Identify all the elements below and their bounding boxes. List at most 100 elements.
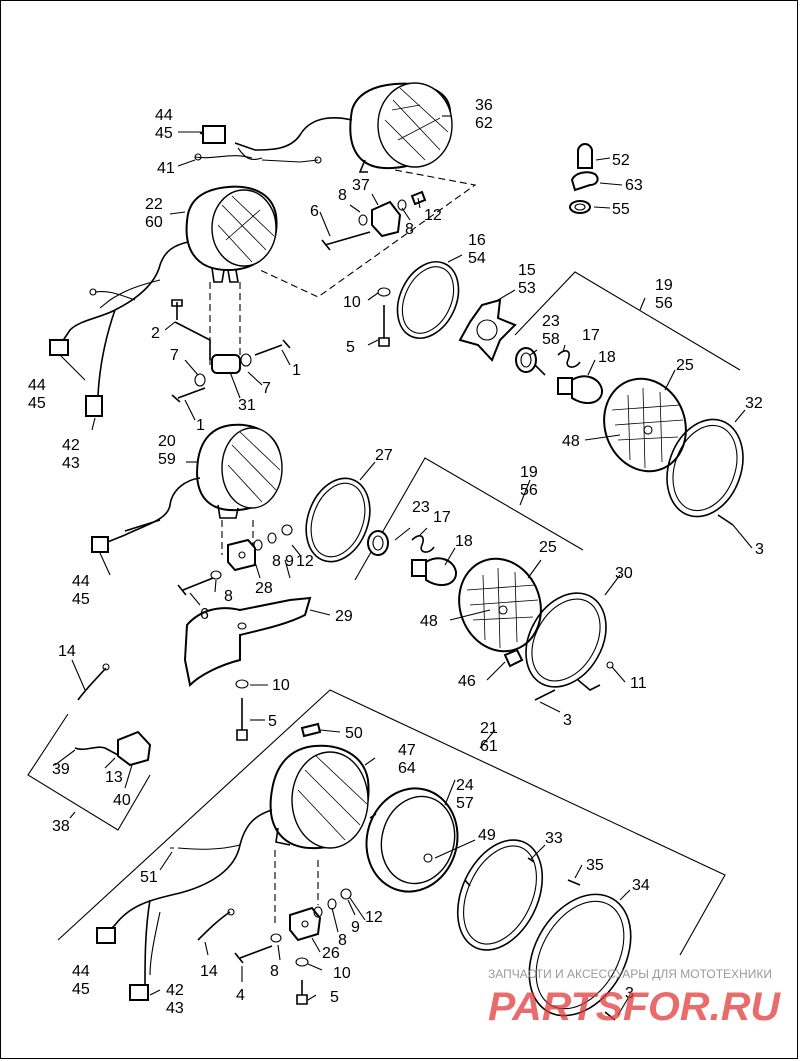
clip-17-mid <box>411 535 435 553</box>
callout-9-mid: 9 <box>285 553 294 570</box>
bottom-headlamp-assembly <box>57 689 726 1021</box>
bolt-5-mid <box>236 698 248 741</box>
callout-12-top: 12 <box>424 207 442 224</box>
callout-15-53: 15 53 <box>518 262 536 297</box>
mount-plate-15 <box>458 298 517 362</box>
svg-text:58: 58 <box>542 331 560 348</box>
switch-13 <box>117 730 152 767</box>
svg-text:45: 45 <box>72 981 90 998</box>
callout-63: 63 <box>625 177 643 194</box>
lamp-housing-47 <box>269 744 370 850</box>
callout-3-c: 3 <box>625 985 634 1002</box>
retaining-ring-16 <box>396 261 460 339</box>
small-parts-52-63-55 <box>569 143 599 214</box>
svg-text:47: 47 <box>398 742 416 759</box>
group-box-21 <box>57 689 726 956</box>
bracket-hardware-31 <box>171 299 291 403</box>
svg-text:56: 56 <box>655 295 673 312</box>
grommet-46 <box>503 648 524 668</box>
callout-labels: 44 45 41 36 62 22 60 37 8 6 8 12 52 63 5… <box>28 97 764 1017</box>
connector-42-left <box>85 395 103 417</box>
left-small-parts <box>27 663 152 831</box>
callout-47-64: 47 64 <box>398 742 416 777</box>
top-headlamp-assembly <box>49 82 744 526</box>
callout-17-top: 17 <box>582 327 600 344</box>
connector-44-bottom <box>96 927 116 944</box>
reflector-25-mid <box>458 557 542 653</box>
svg-text:42: 42 <box>166 982 184 999</box>
washer-10-mid <box>235 679 249 689</box>
callout-12-bot: 12 <box>365 909 383 926</box>
svg-text:54: 54 <box>468 250 486 267</box>
middle-headlamp-assembly <box>91 423 614 741</box>
callout-5-top: 5 <box>346 339 355 356</box>
callout-25-mid: 25 <box>539 539 557 556</box>
callout-44-45-left: 44 45 <box>28 377 46 412</box>
clip-17-top <box>557 350 581 368</box>
svg-text:21: 21 <box>480 720 498 737</box>
svg-text:62: 62 <box>475 115 493 132</box>
callout-11: 11 <box>630 675 647 692</box>
svg-text:53: 53 <box>518 280 536 297</box>
block-28 <box>177 524 293 596</box>
callout-28: 28 <box>255 580 273 597</box>
plug-50 <box>300 722 322 738</box>
callout-8-a: 8 <box>338 187 347 204</box>
svg-text:19: 19 <box>655 277 673 294</box>
callout-37: 37 <box>352 177 370 194</box>
callout-30: 30 <box>615 565 633 582</box>
bulb-18-top <box>557 375 603 405</box>
callout-7-right: 7 <box>262 380 271 397</box>
svg-text:22: 22 <box>145 196 163 213</box>
callout-19-56-mid: 19 56 <box>520 464 538 499</box>
bracket-37 <box>321 190 427 251</box>
callout-14-bot: 14 <box>200 963 218 980</box>
svg-text:19: 19 <box>520 464 538 481</box>
svg-text:16: 16 <box>468 232 486 249</box>
group-box-19-top <box>514 271 741 371</box>
svg-text:15: 15 <box>518 262 536 279</box>
callout-46: 46 <box>458 673 476 690</box>
callout-22-60: 22 60 <box>145 196 163 231</box>
callout-51: 51 <box>140 869 158 886</box>
svg-text:36: 36 <box>475 97 493 114</box>
callout-12-mid: 12 <box>296 553 314 570</box>
callout-14-mid: 14 <box>58 643 76 660</box>
callout-35: 35 <box>586 857 604 874</box>
callout-50: 50 <box>345 725 363 742</box>
callout-4: 4 <box>236 987 245 1004</box>
socket-23-top <box>515 347 537 373</box>
callout-2: 2 <box>151 325 160 342</box>
callout-9-bot: 9 <box>351 919 360 936</box>
svg-text:64: 64 <box>398 760 416 777</box>
trim-ring-32 <box>666 418 744 518</box>
svg-text:42: 42 <box>62 437 80 454</box>
lamp-housing-20 <box>196 423 283 519</box>
watermark: ЗАПЧАСТИ И АКСЕССУАРЫ ДЛЯ МОТОТЕХНИКИ PA… <box>488 967 781 1029</box>
callout-23-mid: 23 <box>412 499 430 516</box>
callout-17-mid: 17 <box>433 509 451 526</box>
bolt-5-top <box>378 305 390 347</box>
callout-3-b: 3 <box>563 712 572 729</box>
callout-18-top: 18 <box>598 349 616 366</box>
tie-14-bottom <box>197 911 231 941</box>
trim-ring-30 <box>525 592 607 688</box>
svg-text:45: 45 <box>28 395 46 412</box>
callout-1-right: 1 <box>292 362 301 379</box>
callout-7-left: 7 <box>170 347 179 364</box>
callout-44-45-mid: 44 45 <box>72 573 90 608</box>
svg-text:43: 43 <box>166 1000 184 1017</box>
trim-ring-34 <box>528 893 632 1017</box>
block-26 <box>234 888 352 1005</box>
callout-18-mid: 18 <box>455 533 473 550</box>
callout-32: 32 <box>745 395 763 412</box>
group-box-38 <box>27 713 151 831</box>
callout-21-61: 21 61 <box>480 720 498 755</box>
callout-41: 41 <box>157 160 175 177</box>
svg-text:59: 59 <box>158 451 176 468</box>
callout-31: 31 <box>238 397 256 414</box>
callout-52: 52 <box>612 152 630 169</box>
callout-8-bot-b: 8 <box>270 963 279 980</box>
